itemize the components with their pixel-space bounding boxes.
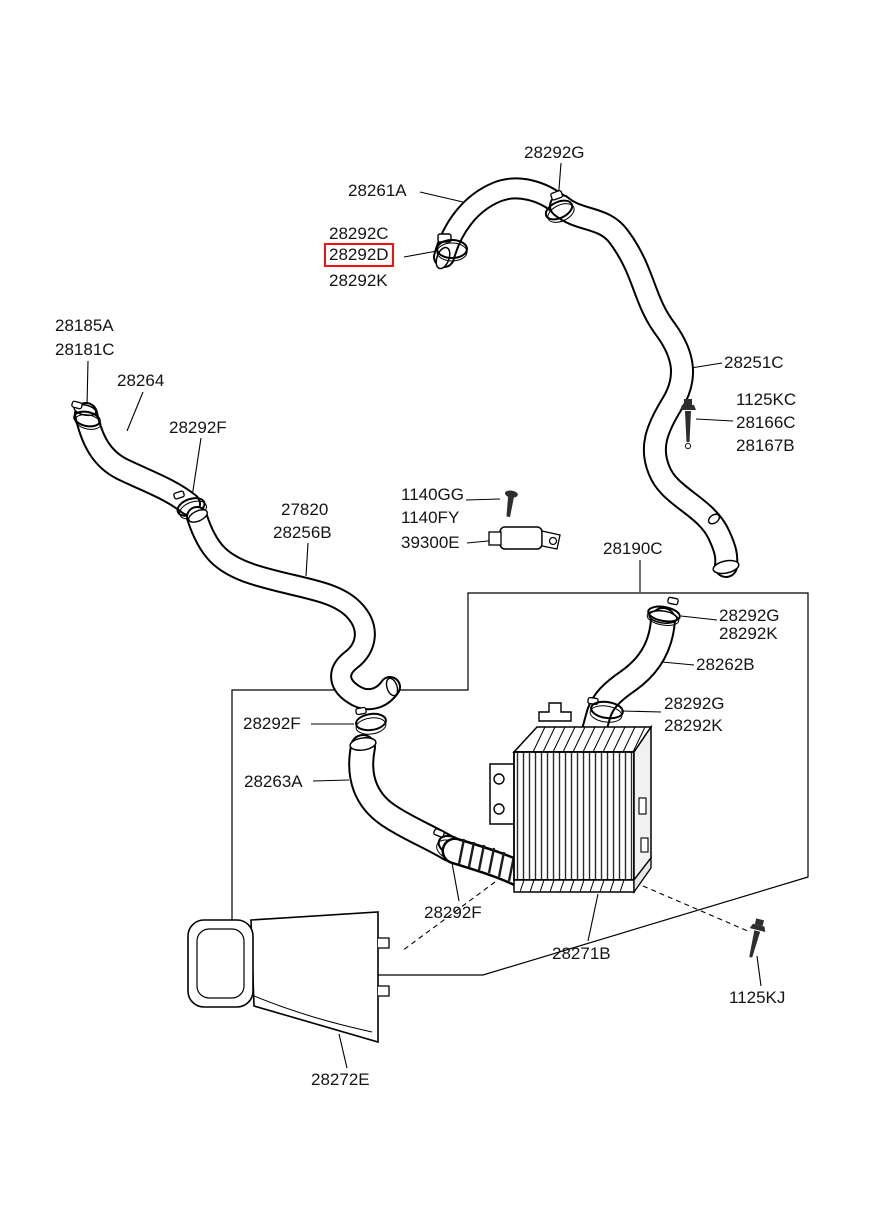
part-label-28292d-highlighted[interactable]: 28292D bbox=[324, 243, 394, 267]
part-label-28272e[interactable]: 28272E bbox=[311, 1070, 370, 1089]
screw-1140gg bbox=[504, 490, 518, 518]
intercooler-28271b bbox=[489, 702, 653, 895]
hose-clamp-28292d bbox=[436, 233, 468, 262]
part-label-28190c[interactable]: 28190C bbox=[603, 539, 663, 558]
hose-28261a bbox=[433, 177, 572, 270]
part-label-28292g-mid[interactable]: 28292G bbox=[719, 606, 780, 625]
hose-clamp-28292g-lower bbox=[587, 696, 624, 723]
part-label-39300e[interactable]: 39300E bbox=[401, 533, 460, 552]
hose-clamp-28292f-mid bbox=[355, 706, 387, 735]
part-label-28262b[interactable]: 28262B bbox=[696, 655, 755, 674]
part-label-28292k-mid[interactable]: 28292K bbox=[719, 624, 778, 643]
part-label-28292k-lower[interactable]: 28292K bbox=[664, 716, 723, 735]
part-label-27820[interactable]: 27820 bbox=[281, 500, 329, 519]
part-label-28292f-mid[interactable]: 28292F bbox=[243, 714, 301, 733]
map-sensor-39300e bbox=[488, 526, 561, 550]
part-label-28256b[interactable]: 28256B bbox=[273, 523, 332, 542]
part-label-28251c[interactable]: 28251C bbox=[724, 353, 784, 372]
hose-clamp-28292g-top bbox=[544, 190, 575, 223]
dashed-reference-lines bbox=[401, 881, 751, 952]
part-label-28292g-lower[interactable]: 28292G bbox=[664, 694, 725, 713]
part-label-28292c[interactable]: 28292C bbox=[329, 224, 389, 243]
hose-clip bbox=[707, 513, 721, 525]
bolt-1125kj bbox=[749, 918, 766, 958]
part-label-28292g-top[interactable]: 28292G bbox=[524, 143, 585, 162]
hose-clamp-28185a bbox=[71, 400, 102, 430]
part-label-1125kj[interactable]: 1125KJ bbox=[729, 988, 786, 1007]
part-label-28166c[interactable]: 28166C bbox=[736, 413, 796, 432]
hose-27820 bbox=[186, 506, 401, 711]
part-label-28271b[interactable]: 28271B bbox=[552, 944, 611, 963]
leader-lines bbox=[86, 162, 762, 1069]
part-label-1140gg[interactable]: 1140GG bbox=[401, 485, 465, 504]
hose-28251c bbox=[549, 194, 740, 578]
part-label-28263a[interactable]: 28263A bbox=[244, 772, 303, 791]
part-label-28264[interactable]: 28264 bbox=[117, 371, 165, 390]
bolt-1125kc bbox=[680, 399, 696, 450]
part-label-28292k[interactable]: 28292K bbox=[329, 271, 388, 290]
part-label-28292f-upper[interactable]: 28292F bbox=[169, 418, 227, 437]
hose-28263a bbox=[348, 734, 463, 862]
part-label-28167b[interactable]: 28167B bbox=[736, 436, 795, 455]
part-label-1125kc[interactable]: 1125KC bbox=[736, 390, 797, 409]
part-label-28261a[interactable]: 28261A bbox=[348, 181, 407, 200]
hose-clamp-28292g-mid bbox=[646, 596, 681, 626]
part-label-28292f-bottom[interactable]: 28292F bbox=[424, 903, 482, 922]
part-label-28181c[interactable]: 28181C bbox=[55, 340, 115, 359]
part-label-28185a[interactable]: 28185A bbox=[55, 316, 114, 335]
part-label-1140fy[interactable]: 1140FY bbox=[401, 508, 460, 527]
air-duct-28272e bbox=[187, 911, 390, 1044]
